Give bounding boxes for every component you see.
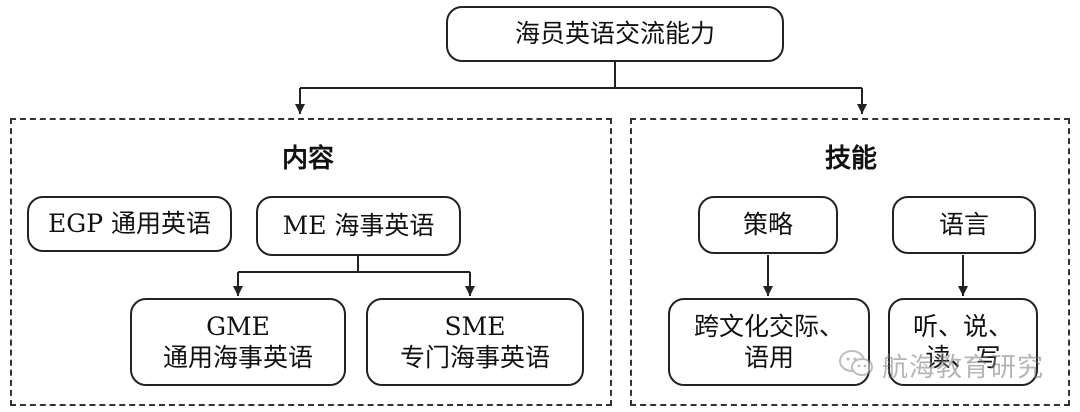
sme-label-line1: SME <box>444 311 506 341</box>
language-node: 语言 <box>892 196 1036 254</box>
gme-label-line1: GME <box>206 311 270 341</box>
gme-node: GME 通用海事英语 <box>130 298 346 386</box>
watermark-text: 航海教育研究 <box>881 353 1044 383</box>
me-label: ME 海事英语 <box>282 211 435 241</box>
language-detail-node: 听、说、 读、写 <box>888 298 1038 386</box>
wechat-icon <box>838 349 874 383</box>
root-node: 海员英语交流能力 <box>446 6 784 62</box>
root-label: 海员英语交流能力 <box>514 19 715 49</box>
strategy-node: 策略 <box>698 196 838 254</box>
language-detail-line2: 读、写 <box>925 343 1001 372</box>
gme-label-line2: 通用海事英语 <box>162 343 313 372</box>
skill-group <box>630 118 1070 406</box>
language-detail-line1: 听、说、 <box>912 311 1013 341</box>
content-group <box>10 118 612 406</box>
sme-node: SME 专门海事英语 <box>366 298 584 386</box>
me-node: ME 海事英语 <box>256 196 461 256</box>
skill-group-title: 技能 <box>825 144 878 174</box>
strategy-detail-node: 跨文化交际、 语用 <box>668 298 870 386</box>
strategy-detail-line1: 跨文化交际、 <box>693 311 844 341</box>
content-group-title: 内容 <box>282 144 335 174</box>
egp-label: EGP 通用英语 <box>48 209 211 239</box>
watermark: 航海教育研究 <box>838 347 1044 384</box>
strategy-label: 策略 <box>742 210 793 240</box>
egp-node: EGP 通用英语 <box>27 196 232 252</box>
sme-label-line2: 专门海事英语 <box>399 343 550 372</box>
strategy-detail-line2: 语用 <box>743 343 794 372</box>
language-label: 语言 <box>938 210 989 240</box>
